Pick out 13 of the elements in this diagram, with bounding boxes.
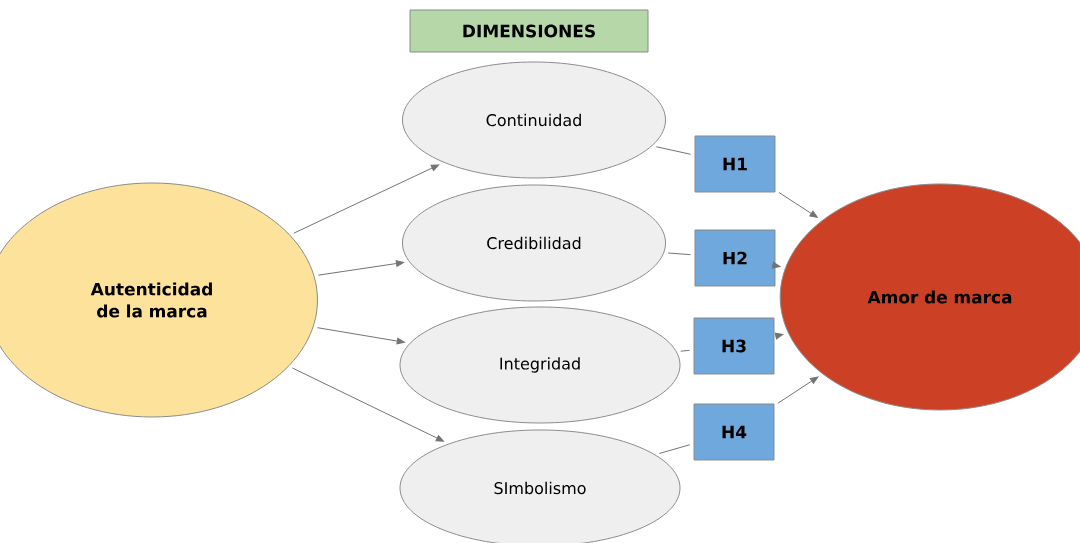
hypothesis-box: H2 (694, 229, 776, 287)
arrow (292, 367, 445, 442)
arrow (774, 332, 784, 340)
arrow (771, 261, 781, 269)
header-box: DIMENSIONES (409, 9, 649, 53)
hypothesis-box: H3 (693, 317, 775, 375)
hypothesis-box: H1 (694, 135, 776, 193)
hypothesis-box: H4 (693, 403, 775, 461)
arrow (778, 191, 818, 218)
arrow (777, 376, 819, 404)
arrow (317, 260, 405, 276)
arrow (293, 164, 440, 234)
arrow (316, 327, 405, 345)
